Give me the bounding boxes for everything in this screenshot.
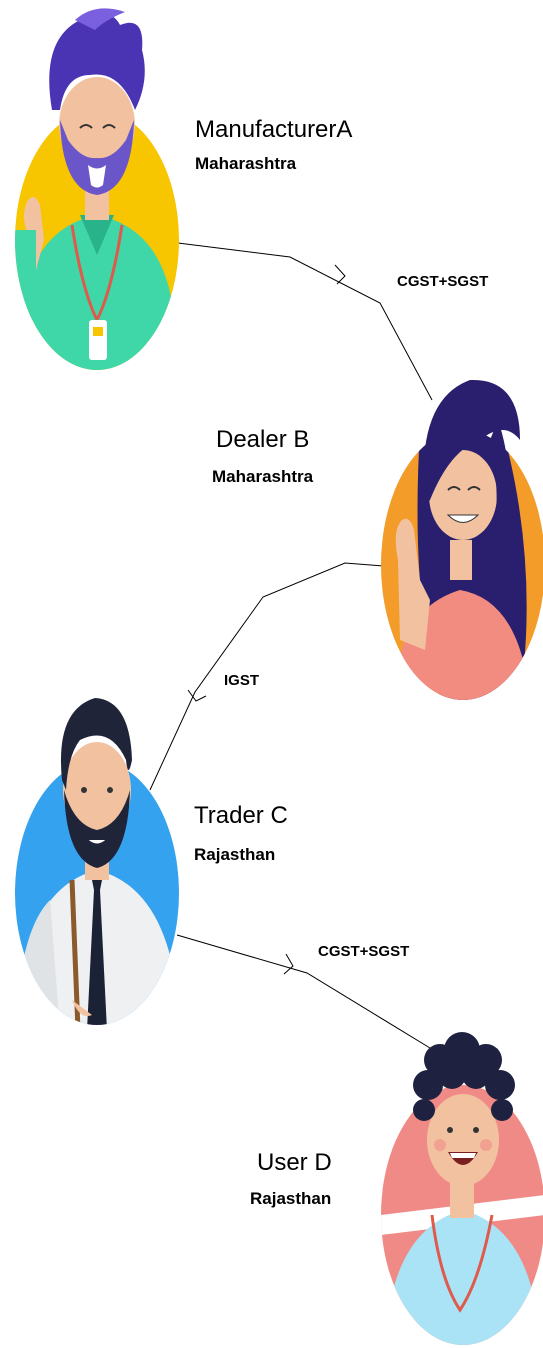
- tax-label-b-c: IGST: [224, 672, 259, 689]
- woman-waving-avatar: [381, 379, 543, 700]
- connector-c-d: [176, 934, 431, 1049]
- tax-label-c-d: CGST+SGST: [318, 943, 409, 960]
- arrowhead-a-b: [334, 264, 346, 285]
- party-state-c: Rajasthan: [194, 845, 275, 864]
- curly-hair-man-avatar: [381, 1032, 543, 1345]
- bearded-man-with-tie-avatar: [15, 698, 179, 1025]
- party-name-d: User D: [257, 1149, 332, 1176]
- party-state-b: Maharashtra: [212, 467, 314, 486]
- party-name-a: ManufacturerA: [195, 116, 352, 143]
- bearded-man-waving-avatar: [15, 8, 179, 370]
- party-state-a: Maharashtra: [195, 154, 297, 173]
- party-state-d: Rajasthan: [250, 1189, 331, 1208]
- party-name-b: Dealer B: [216, 426, 309, 453]
- arrowhead-b-c: [187, 689, 207, 702]
- connector-b-c: [149, 562, 384, 791]
- tax-label-a-b: CGST+SGST: [397, 273, 488, 290]
- party-name-c: Trader C: [194, 802, 288, 829]
- arrowhead-c-d: [283, 953, 294, 975]
- connector-a-b: [177, 242, 433, 401]
